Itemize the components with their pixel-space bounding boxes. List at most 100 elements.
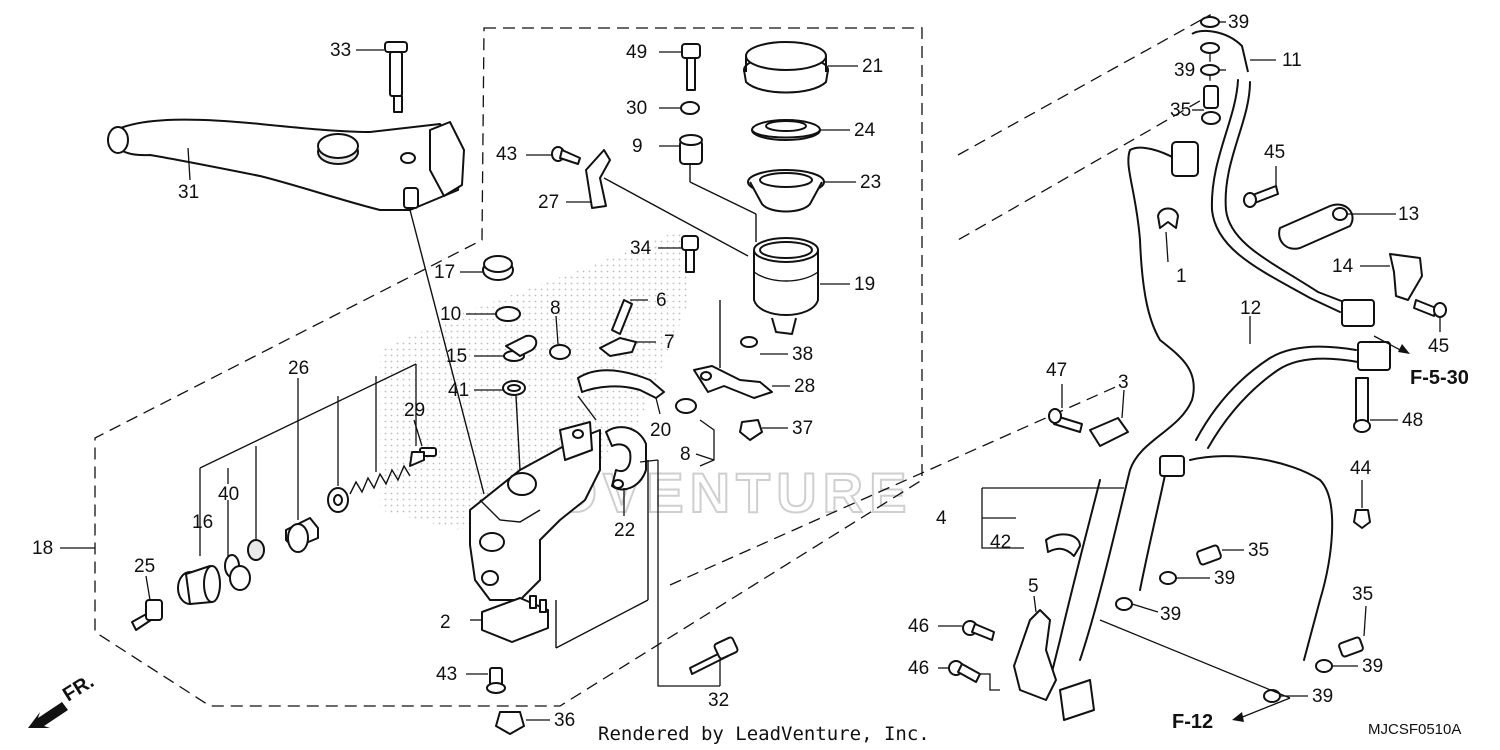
dash-link [669,384,1121,586]
bracket-5 [1013,609,1057,701]
ref-f-12: F-12 [1172,711,1213,733]
callout-43-upper: 43 [496,144,517,165]
washer-39-mid [1115,571,1177,611]
callout-1: 1 [1176,266,1187,287]
callout-34: 34 [630,238,652,259]
clamp-13 [1278,203,1354,250]
clip-7 [599,337,637,357]
callout-5: 5 [1028,576,1039,597]
callout-39-a: 39 [1228,12,1249,33]
callout-45-upper: 45 [1264,142,1285,163]
bolt-33 [384,41,408,113]
callout-46-lower: 46 [908,658,929,679]
callout-22: 22 [614,520,635,541]
bolt-6 [611,299,633,335]
callout-41: 41 [448,380,469,401]
clip-42 [1045,533,1081,557]
hose-4 [1049,455,1334,681]
callout-10: 10 [440,304,461,325]
hose-11 [1191,29,1375,327]
callout-14: 14 [1332,256,1354,277]
callout-8-upper: 8 [550,298,561,319]
bracket-27 [585,149,611,209]
callout-31: 31 [178,182,199,203]
callout-29: 29 [404,400,425,421]
callout-35-top: 35 [1170,100,1191,121]
callout-45-lower: 45 [1428,336,1449,357]
clamp-22 [605,426,647,491]
callout-17: 17 [434,262,455,283]
callout-43-lower: 43 [436,664,457,685]
callout-37: 37 [792,418,813,439]
hose-20 [577,369,665,399]
callout-49: 49 [626,42,647,63]
callout-3: 3 [1118,372,1129,393]
front-direction-arrow [28,702,68,728]
callout-39-b: 39 [1174,60,1195,81]
callout-26: 26 [288,358,309,379]
clamp-3 [1089,417,1129,447]
callout-32: 32 [708,690,729,711]
screw-43-upper [551,146,581,165]
diagram-code: MJCSF0510A [1368,721,1461,738]
bolt-35-low [1338,636,1364,658]
bracket-14 [1389,253,1423,301]
credit-text: Rendered by LeadVenture, Inc. [598,723,930,745]
bolt-46-upper [962,620,995,641]
bolt-35-mid [1196,544,1222,566]
bracket-28 [693,365,773,399]
fitting-bottom [1059,679,1095,721]
assembly-outline-left [94,27,923,707]
callout-39-e: 39 [1362,656,1383,677]
callout-16: 16 [192,512,213,533]
bolt-49 [681,43,701,91]
bolt-45-a [1243,185,1279,208]
callout-35-low: 35 [1352,584,1373,605]
clamp-8-lower [675,398,697,414]
bolt-47 [1048,408,1083,433]
callout-2: 2 [440,612,451,633]
cap-17 [482,255,514,281]
callout-7: 7 [664,332,675,353]
piston-parts [131,464,411,631]
ref-f-5-30: F-5-30 [1410,367,1469,389]
callout-20: 20 [650,420,671,441]
callout-28: 28 [794,376,815,397]
callout-48: 48 [1402,410,1423,431]
fitting-15 [503,334,538,362]
screw-43-lower [486,667,506,694]
brake-lever [107,118,465,211]
nut-44 [1353,509,1371,529]
callout-24: 24 [854,120,876,141]
clip-10 [495,306,521,322]
bolt-46-lower [948,660,981,683]
callout-labels: 1 2 3 4 5 6 7 8 8 9 10 11 12 13 14 15 16… [32,12,1449,731]
oring-41 [502,380,526,396]
master-cylinder-body [469,421,601,601]
washer-30 [680,101,700,115]
sensor-wire [1079,141,1199,661]
callout-27: 27 [538,192,559,213]
callout-21: 21 [862,56,883,77]
callout-25: 25 [134,556,155,577]
callout-35-mid: 35 [1248,540,1269,561]
leader-lines [60,21,1441,722]
callout-23: 23 [860,172,881,193]
front-direction-label: FR. [59,671,98,707]
callout-39-c: 39 [1214,568,1235,589]
callout-42: 42 [990,532,1011,553]
callout-15: 15 [446,346,467,367]
callout-39-f: 39 [1312,686,1333,707]
clamp-8-upper [549,344,571,360]
callout-13: 13 [1398,204,1419,225]
callout-12: 12 [1240,298,1261,319]
bolt-45-b [1413,299,1447,318]
callout-46-upper: 46 [908,616,929,637]
washers-top [1200,16,1220,76]
diaphragm-23 [747,169,825,213]
callout-44: 44 [1350,458,1372,479]
callout-6: 6 [656,290,667,311]
bolt-32 [689,636,739,675]
reservoir-cap-21 [743,41,829,94]
